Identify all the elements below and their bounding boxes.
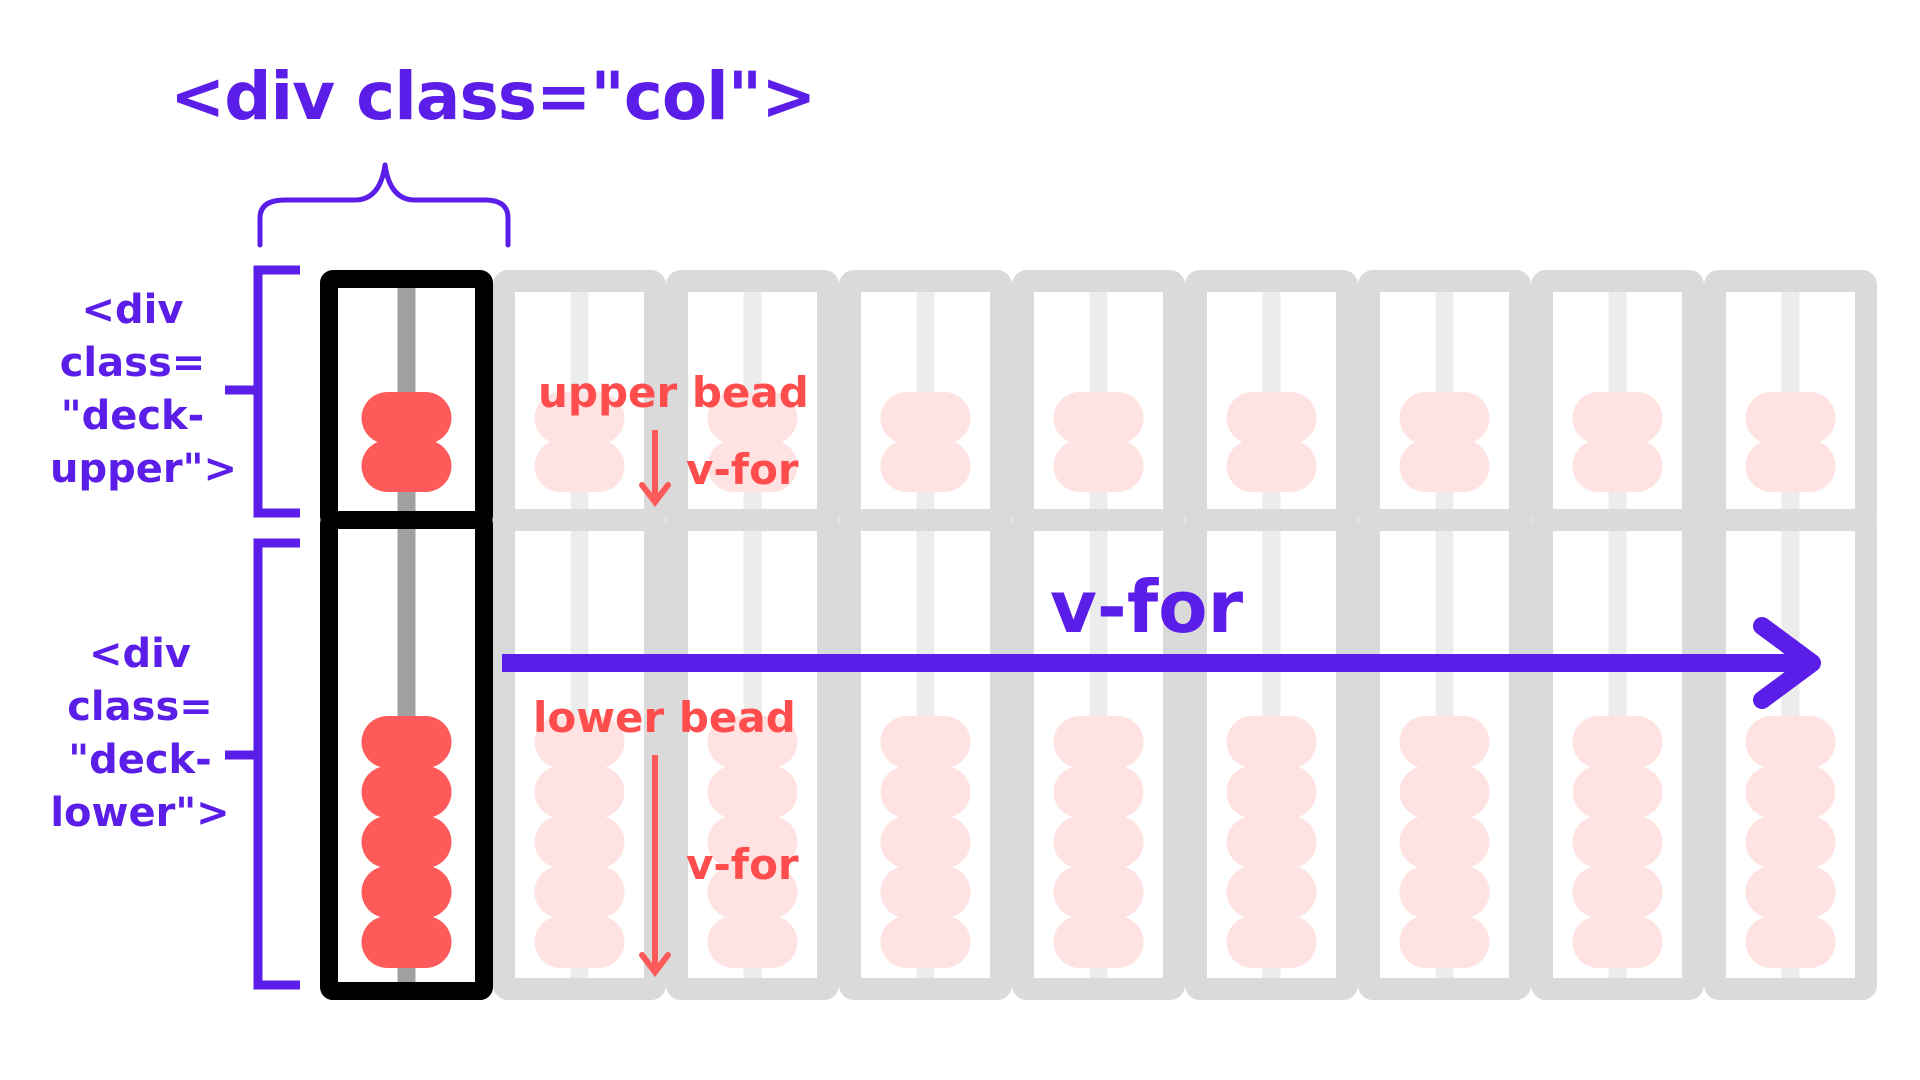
lower-bead — [1572, 766, 1663, 818]
lower-bead — [707, 816, 798, 868]
lower-bead — [1572, 716, 1663, 768]
upper-bead-loop-label: v-for — [686, 445, 799, 494]
lower-bead — [534, 866, 625, 918]
upper-bead — [1572, 392, 1663, 444]
lower-bead — [1745, 866, 1836, 918]
lower-bead — [1053, 866, 1144, 918]
deck-lower-label-line: <div — [89, 631, 191, 677]
upper-bead — [880, 392, 971, 444]
deck-lower-bracket — [225, 538, 300, 990]
lower-bead-label: lower bead — [533, 693, 796, 742]
lower-bead — [1572, 816, 1663, 868]
upper-bead — [1745, 392, 1836, 444]
lower-bead — [1226, 916, 1317, 968]
lower-bead — [1399, 916, 1490, 968]
lower-bead — [1053, 766, 1144, 818]
upper-bead-label: upper bead — [538, 368, 809, 417]
lower-bead — [880, 766, 971, 818]
column-loop-arrowhead — [1753, 617, 1821, 709]
lower-bead — [1226, 716, 1317, 768]
upper-bead — [1226, 440, 1317, 492]
lower-bead — [361, 916, 452, 968]
column-brace — [257, 162, 511, 248]
lower-bead — [1745, 916, 1836, 968]
upper-bead — [707, 392, 798, 444]
lower-bead — [361, 816, 452, 868]
upper-bead — [534, 392, 625, 444]
deck-upper-label-line: class= — [59, 340, 206, 386]
deck-lower-frame — [1531, 509, 1704, 1000]
upper-bead — [1053, 440, 1144, 492]
deck-upper-label-line: <div — [81, 287, 184, 333]
lower-bead — [1053, 816, 1144, 868]
deck-lower-label-line: class= — [67, 684, 213, 730]
lower-bead — [534, 816, 625, 868]
lower-loop-arrowhead — [639, 952, 671, 977]
upper-bead — [1399, 392, 1490, 444]
lower-bead — [361, 866, 452, 918]
lower-bead — [880, 866, 971, 918]
upper-bead — [1399, 440, 1490, 492]
deck-upper-label-line: upper"> — [50, 446, 237, 492]
deck-upper-bracket — [225, 265, 300, 518]
deck-lower-label-line: "deck- — [68, 737, 212, 783]
column-loop-label: v-for — [1050, 565, 1244, 649]
lower-bead — [707, 916, 798, 968]
lower-bead — [880, 916, 971, 968]
lower-bead — [534, 716, 625, 768]
lower-bead — [880, 716, 971, 768]
lower-bead — [880, 816, 971, 868]
column-title: <div class="col"> — [170, 58, 816, 135]
lower-bead — [1399, 866, 1490, 918]
lower-bead — [1226, 816, 1317, 868]
faded-abacus-columns — [493, 270, 1877, 1000]
upper-bead — [1745, 440, 1836, 492]
lower-bead — [1399, 766, 1490, 818]
deck-lower-frame — [839, 509, 1012, 1000]
lower-bead — [707, 866, 798, 918]
upper-bead — [707, 440, 798, 492]
lower-bead — [1745, 766, 1836, 818]
lower-bead — [1053, 916, 1144, 968]
lower-bead — [1399, 716, 1490, 768]
lower-bead — [1745, 716, 1836, 768]
deck-upper-label: <div class= "deck- upper"> — [50, 284, 237, 496]
lower-bead — [1745, 816, 1836, 868]
upper-bead — [534, 440, 625, 492]
deck-lower-frame — [493, 509, 666, 1000]
lower-bead — [534, 766, 625, 818]
lower-bead — [1572, 866, 1663, 918]
upper-loop-arrowhead — [639, 482, 671, 507]
deck-lower-frame — [1185, 509, 1358, 1000]
upper-bead — [361, 440, 452, 492]
annotations — [225, 162, 1821, 990]
lower-bead — [1572, 916, 1663, 968]
upper-bead — [1053, 392, 1144, 444]
deck-lower-frame — [320, 511, 493, 1000]
lower-bead — [534, 916, 625, 968]
lower-bead — [1399, 816, 1490, 868]
lower-bead — [1226, 866, 1317, 918]
deck-lower-label: <div class= "deck- lower"> — [50, 628, 230, 840]
lower-bead — [361, 716, 452, 768]
lower-bead — [707, 716, 798, 768]
highlighted-column — [320, 270, 493, 1000]
deck-lower-frame — [1012, 509, 1185, 1000]
lower-bead-loop-label: v-for — [686, 840, 799, 889]
deck-lower-frame — [1358, 509, 1531, 1000]
lower-bead — [361, 766, 452, 818]
upper-bead — [1226, 392, 1317, 444]
lower-bead — [707, 766, 798, 818]
deck-upper-label-line: "deck- — [60, 393, 205, 439]
deck-lower-frame — [666, 509, 839, 1000]
upper-bead — [361, 392, 452, 444]
deck-lower-frame — [1704, 509, 1877, 1000]
upper-bead — [880, 440, 971, 492]
lower-bead — [1226, 766, 1317, 818]
deck-lower-label-line: lower"> — [50, 790, 230, 836]
upper-bead — [1572, 440, 1663, 492]
lower-bead — [1053, 716, 1144, 768]
